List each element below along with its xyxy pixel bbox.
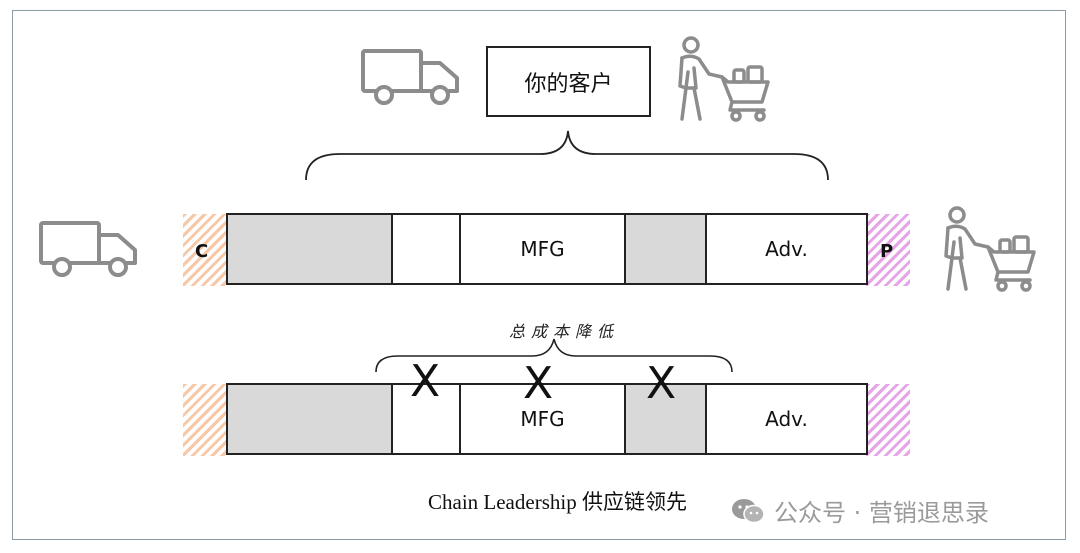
cost-reduction-brace [375, 338, 733, 373]
wechat-icon [732, 498, 765, 523]
hatch-right-bottom [866, 384, 910, 456]
value-chain-bar-top: MFG Adv. [226, 213, 868, 285]
cost-reduction-label: 总成本降低 [509, 322, 620, 341]
segment-adv: Adv. [765, 407, 808, 431]
tag-p: P [880, 241, 894, 262]
customer-brace [305, 130, 829, 181]
watermark: 公众号 · 营销退思录 [730, 493, 989, 528]
hatch-left-top [183, 214, 227, 286]
shopper-with-cart-icon [944, 206, 1036, 292]
tag-c: C [195, 241, 209, 262]
segment-gray [626, 385, 707, 453]
watermark-text: 公众号 · 营销退思录 [774, 499, 989, 527]
diagram-caption: Chain Leadership 供应链领先 [428, 490, 687, 514]
diagram-frame [12, 10, 1066, 540]
value-chain-bar-bottom: MFG Adv. [226, 383, 868, 455]
segment-mfg: MFG [461, 385, 626, 453]
hatch-left-bottom [183, 384, 227, 456]
shopper-with-cart-icon [678, 36, 770, 122]
hatch-right-top [866, 214, 910, 286]
segment-gray [228, 215, 393, 283]
x-mark: X [646, 358, 677, 409]
delivery-truck-icon [361, 49, 459, 105]
segment-blank [393, 215, 461, 283]
segment-blank [393, 385, 461, 453]
x-mark: X [523, 358, 554, 409]
segment-mfg: MFG [461, 215, 626, 283]
x-mark: X [410, 356, 441, 407]
segment-gray [626, 215, 707, 283]
customer-box: 你的客户 [486, 46, 651, 117]
delivery-truck-icon [39, 221, 137, 277]
segment-adv: Adv. [765, 237, 808, 261]
segment-gray [228, 385, 393, 453]
